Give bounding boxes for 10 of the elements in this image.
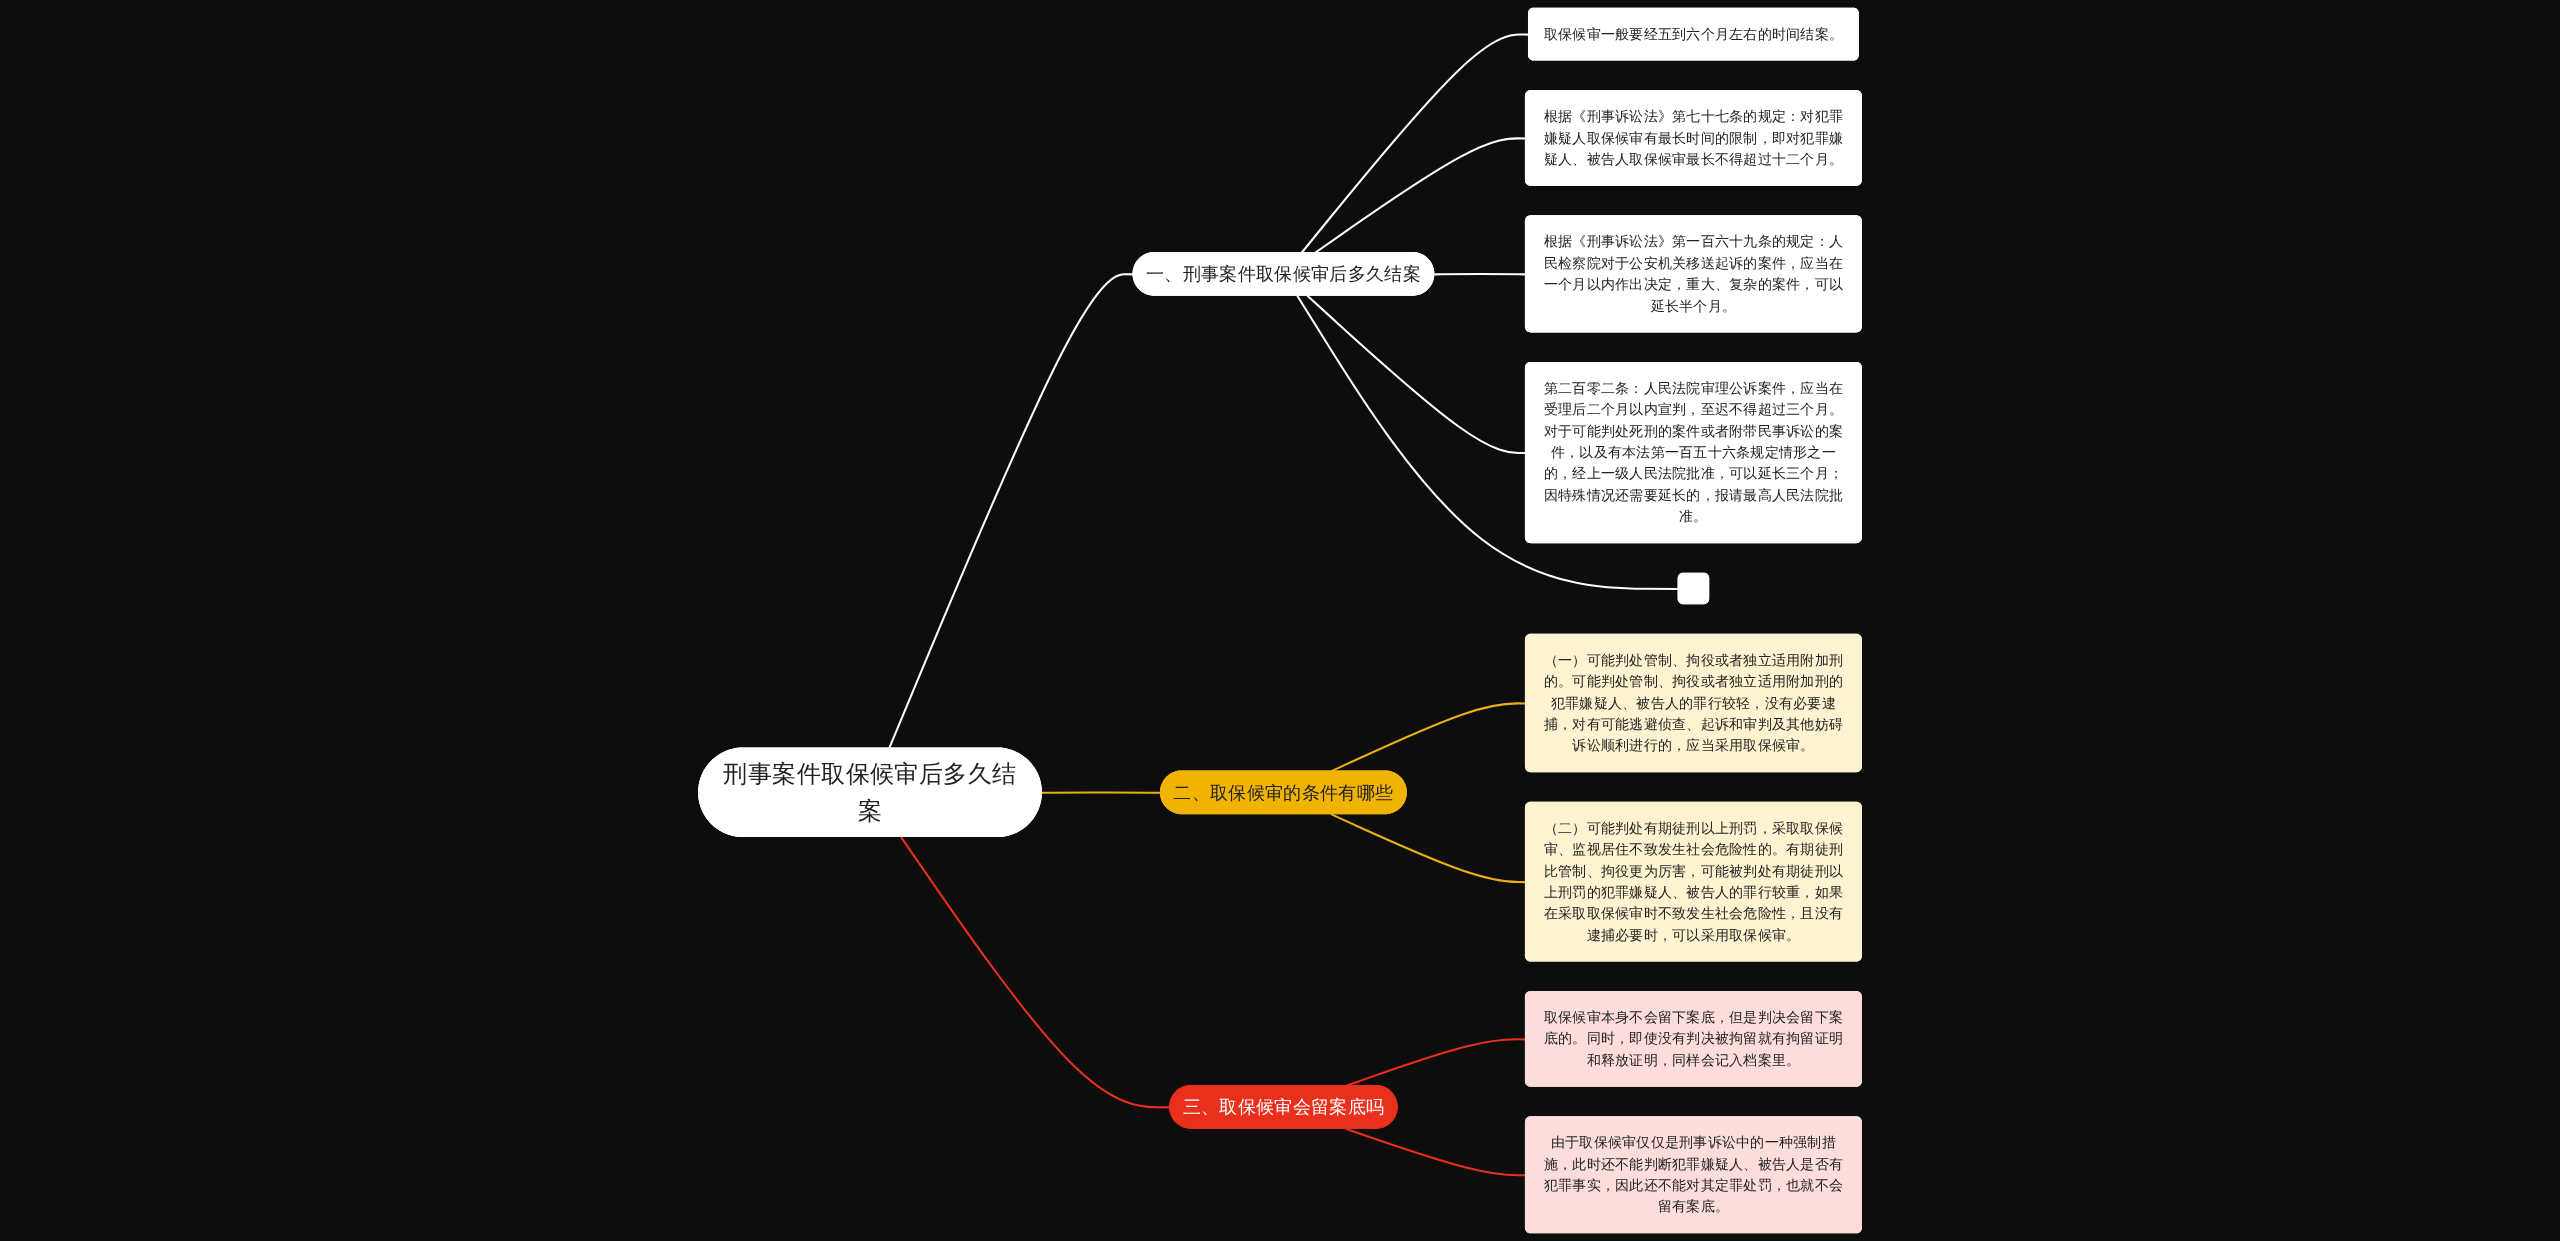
- connector: [1330, 813, 1526, 884]
- connector: [1041, 791, 1161, 794]
- connector: [1434, 273, 1526, 276]
- connector: [888, 273, 1134, 749]
- connector: [1306, 295, 1526, 455]
- connector: [1296, 295, 1679, 590]
- connector: [1300, 33, 1529, 254]
- connector: [1314, 137, 1526, 254]
- connector: [1345, 1127, 1526, 1177]
- connector: [1345, 1038, 1526, 1087]
